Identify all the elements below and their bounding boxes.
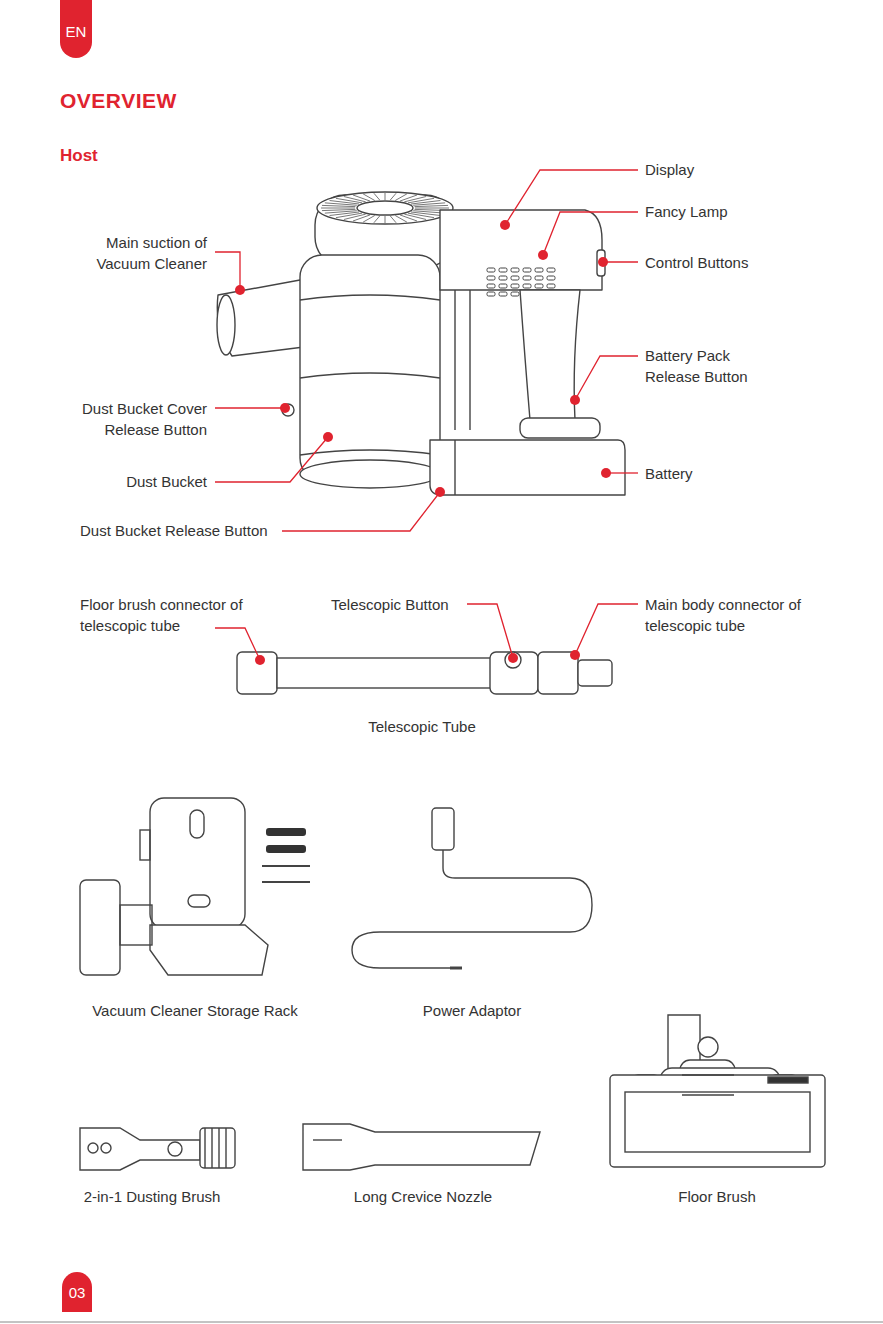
leader-lines [215, 170, 638, 660]
part-label: 2-in-1 Dusting Brush [52, 1186, 252, 1207]
part-label: Floor Brush [617, 1186, 817, 1207]
section-heading: Host [60, 145, 180, 166]
part-label: Vacuum Cleaner Storage Rack [65, 1000, 325, 1021]
tab-text: EN [66, 23, 87, 40]
part-label: Control Buttons [645, 252, 845, 273]
vacuum-host [217, 192, 625, 495]
part-label: Fancy Lamp [645, 201, 845, 222]
leader-dots [235, 220, 611, 665]
part-label: Dust Bucket [67, 471, 207, 492]
part-label: Floor brush connector of telescopic tube [80, 594, 245, 636]
storage-rack [80, 798, 310, 975]
page-title: OVERVIEW [60, 89, 177, 113]
part-label: Battery [645, 463, 845, 484]
part-label: Dust Bucket Cover Release Button [67, 398, 207, 440]
part-label: Display [645, 159, 845, 180]
tab-text: 03 [69, 1284, 86, 1301]
part-label: Main body connector of telescopic tube [645, 594, 810, 636]
part-label: Main suction of Vacuum Cleaner [67, 232, 207, 274]
part-label: Telescopic Tube [322, 716, 522, 737]
part-label: Long Crevice Nozzle [323, 1186, 523, 1207]
part-label: Battery Pack Release Button [645, 345, 770, 387]
part-label: Telescopic Button [331, 594, 471, 615]
part-label: Power Adaptor [372, 1000, 572, 1021]
page-tab: EN [60, 0, 92, 58]
accessories [80, 1015, 825, 1170]
telescopic-tube [237, 652, 612, 694]
part-label: Dust Bucket Release Button [80, 520, 280, 541]
page-tab: 03 [62, 1272, 92, 1312]
power-adaptor [352, 808, 592, 968]
page-rule [0, 1322, 883, 1323]
